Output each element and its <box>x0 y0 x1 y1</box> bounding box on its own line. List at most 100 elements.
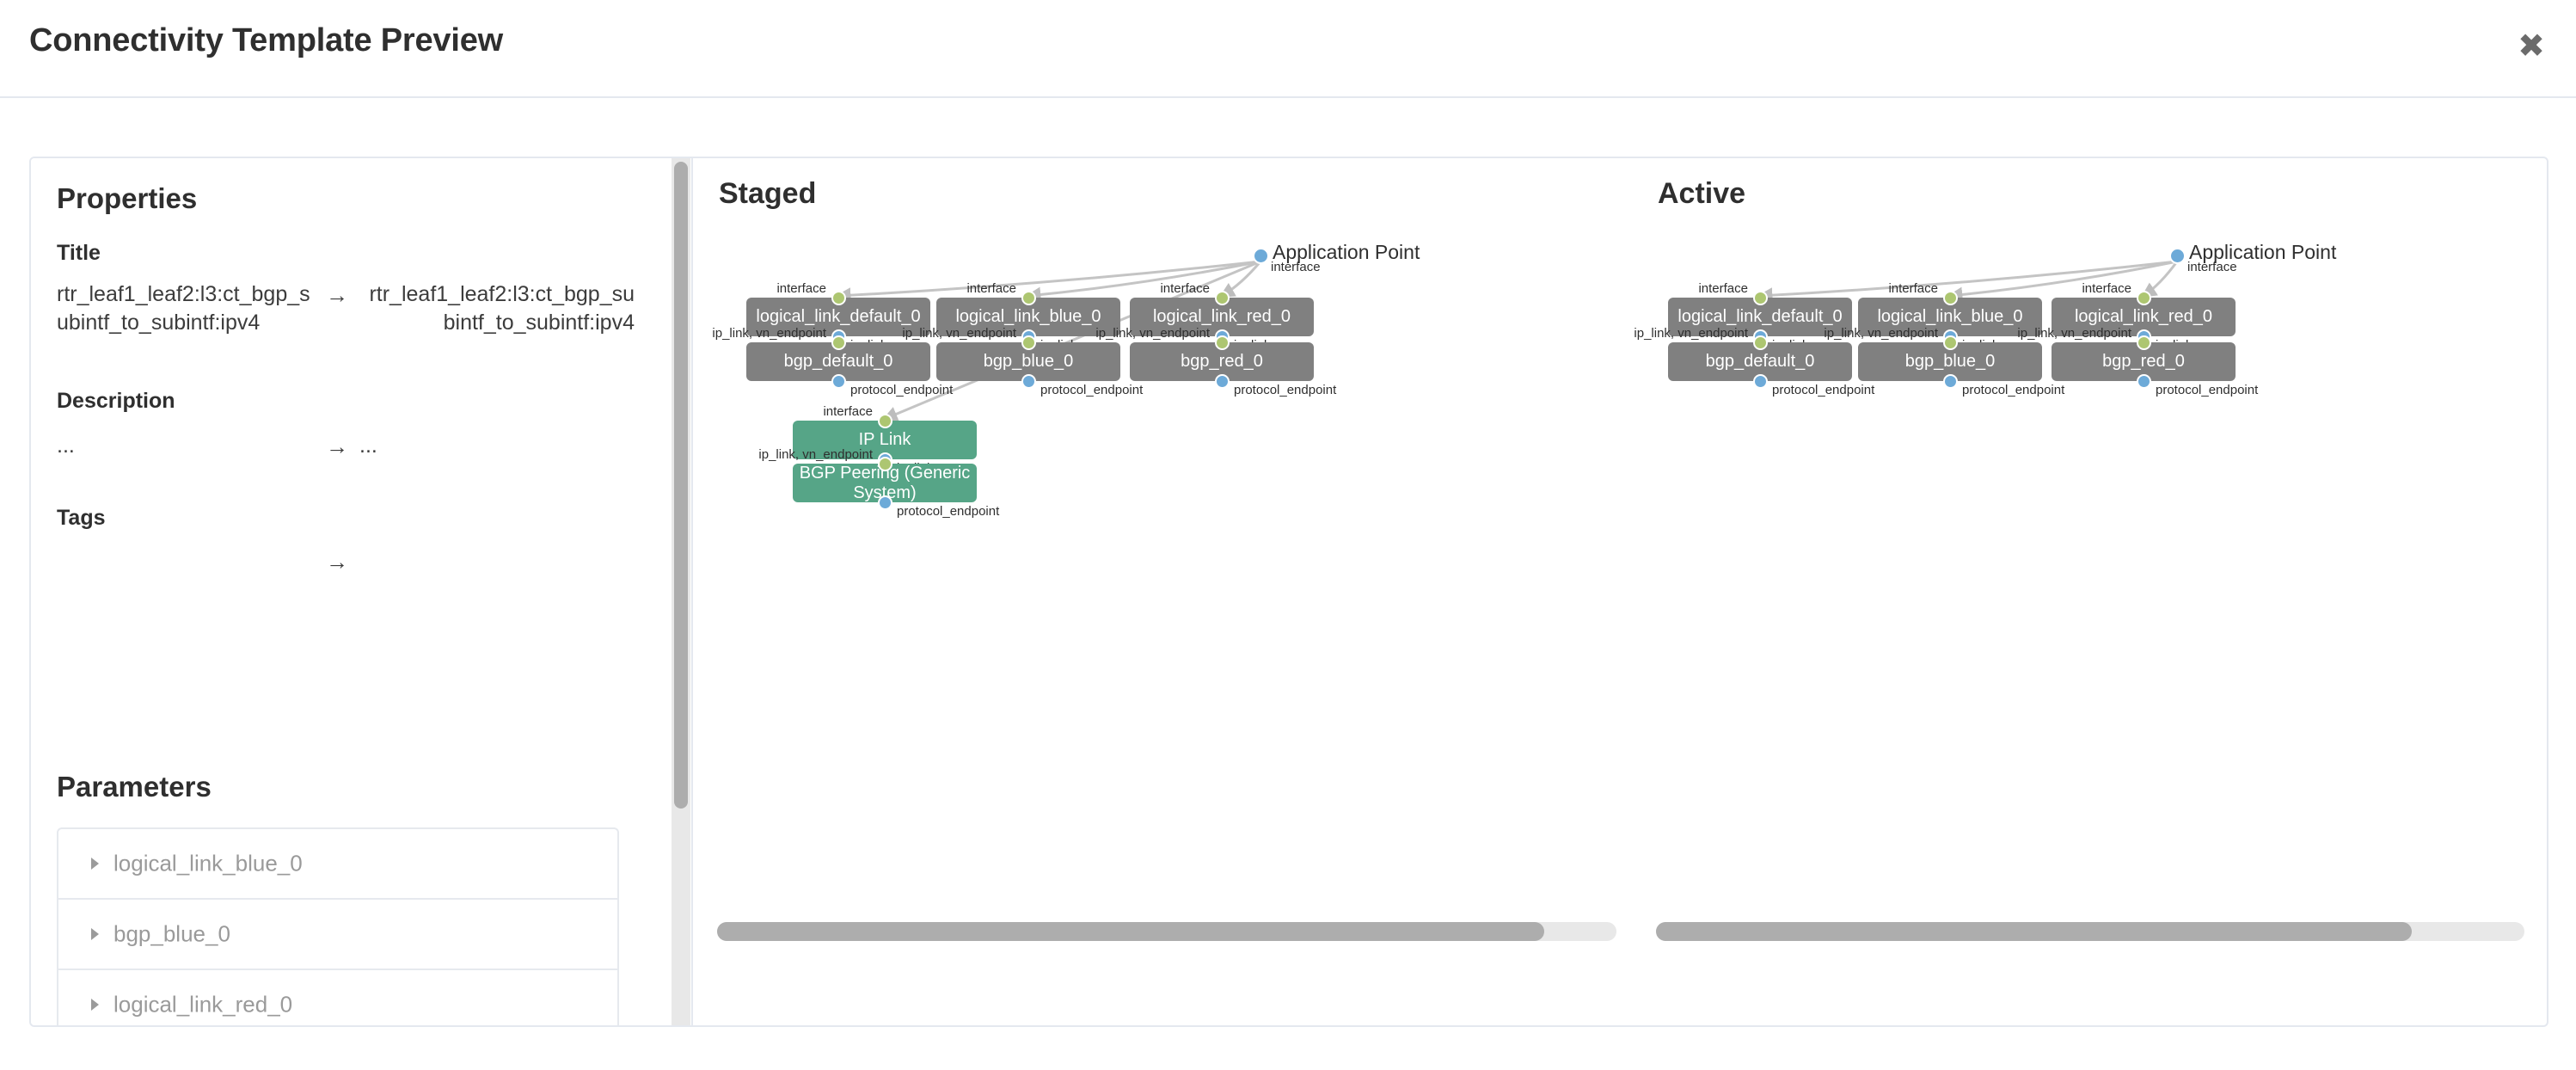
port-dot-ip-link-vn-endpoint[interactable] <box>1021 335 1036 350</box>
port-dot-ip-link-vn-endpoint[interactable] <box>1752 335 1768 350</box>
port-label-interface: interface <box>966 281 1016 296</box>
port-label-ip-link-vn-endpoint: ip_link, vn_endpoint <box>1824 326 1938 341</box>
properties-scrollbar-thumb[interactable] <box>674 162 688 809</box>
field-value-title-before: rtr_leaf1_leaf2:l3:ct_bgp_subintf_to_sub… <box>57 282 310 335</box>
modal-header: Connectivity Template Preview ✖ <box>0 0 2576 98</box>
parameter-label: logical_link_red_0 <box>113 991 293 1018</box>
port-dot-interface[interactable] <box>2136 290 2151 305</box>
port-dot-interface[interactable] <box>1942 290 1958 305</box>
application-point-dot[interactable] <box>2168 247 2186 264</box>
port-label-protocol-endpoint: protocol_endpoint <box>850 383 954 397</box>
diff-arrow-icon: → <box>326 434 348 459</box>
port-label-protocol-endpoint: protocol_endpoint <box>1040 383 1144 397</box>
port-dot-ip-link-vn-endpoint[interactable] <box>877 456 892 471</box>
port-label-interface: interface <box>2082 281 2131 296</box>
field-value-description-after: ... <box>359 434 377 458</box>
properties-column: Properties Title rtr_leaf1_leaf2:l3:ct_b… <box>31 158 661 1025</box>
field-label-description: Description <box>57 389 175 413</box>
port-label-interface: interface <box>1160 281 1210 296</box>
parameters-heading: Parameters <box>57 771 212 802</box>
field-label-tags: Tags <box>57 506 106 530</box>
properties-scrollbar-track[interactable] <box>672 158 690 1025</box>
column-divider <box>691 158 693 1025</box>
chevron-right-icon[interactable] <box>91 928 99 940</box>
node-label: logical_link_blue_0 <box>955 307 1101 326</box>
node-label: bgp_default_0 <box>783 352 893 371</box>
diff-arrow-icon: → <box>326 282 348 308</box>
port-dot-protocol-endpoint[interactable] <box>2136 373 2151 389</box>
port-dot-ip-link-vn-endpoint[interactable] <box>2136 335 2151 350</box>
field-value-title-after: rtr_leaf1_leaf2:l3:ct_bgp_subintf_to_sub… <box>369 282 635 335</box>
application-point-port-label: interface <box>1271 260 1321 274</box>
active-hscroll-track[interactable] <box>1656 922 2524 941</box>
port-label-protocol-endpoint: protocol_endpoint <box>1962 383 2065 397</box>
port-label-ip-link-vn-endpoint: ip_link, vn_endpoint <box>2017 326 2131 341</box>
port-label-ip-link-vn-endpoint: ip_link, vn_endpoint <box>1095 326 1210 341</box>
node-label: bgp_default_0 <box>1705 352 1815 371</box>
staged-hscroll-thumb[interactable] <box>717 922 1545 941</box>
port-label-interface: interface <box>823 404 873 419</box>
preview-panel: Properties Title rtr_leaf1_leaf2:l3:ct_b… <box>29 157 2548 1027</box>
port-label-interface: interface <box>1888 281 1938 296</box>
port-label-interface: interface <box>1698 281 1748 296</box>
port-label-ip-link-vn-endpoint: ip_link, vn_endpoint <box>712 326 826 341</box>
application-point-port-label: interface <box>2187 260 2237 274</box>
port-dot-interface[interactable] <box>1214 290 1230 305</box>
page-title: Connectivity Template Preview <box>29 22 504 58</box>
node-label: bgp_blue_0 <box>1904 352 1996 371</box>
node-label: IP Link <box>858 430 911 449</box>
port-dot-interface[interactable] <box>877 413 892 428</box>
node-label: logical_link_default_0 <box>756 307 921 326</box>
parameter-row-logical_link_red_0[interactable]: logical_link_red_0 <box>58 970 617 1025</box>
port-dot-interface[interactable] <box>1021 290 1036 305</box>
port-label-ip-link-vn-endpoint: ip_link, vn_endpoint <box>758 447 873 462</box>
node-label: logical_link_default_0 <box>1677 307 1843 326</box>
chevron-right-icon[interactable] <box>91 999 99 1011</box>
node-label: logical_link_red_0 <box>1152 307 1291 326</box>
application-point-dot[interactable] <box>1252 247 1269 264</box>
diff-arrow-icon: → <box>326 549 348 575</box>
node-label: bgp_blue_0 <box>983 352 1074 371</box>
parameter-label: logical_link_blue_0 <box>113 850 303 876</box>
node-label: BGP Peering (Generic System) <box>799 463 971 502</box>
modal-body: Properties Title rtr_leaf1_leaf2:l3:ct_b… <box>0 98 2576 1070</box>
port-dot-ip-link-vn-endpoint[interactable] <box>1214 335 1230 350</box>
port-dot-protocol-endpoint[interactable] <box>1021 373 1036 389</box>
port-label-protocol-endpoint: protocol_endpoint <box>2156 383 2259 397</box>
port-dot-protocol-endpoint[interactable] <box>831 373 846 389</box>
port-label-ip-link-vn-endpoint: ip_link, vn_endpoint <box>1634 326 1748 341</box>
port-dot-ip-link-vn-endpoint[interactable] <box>831 335 846 350</box>
application-point-label: Application Point <box>1273 241 1420 263</box>
parameter-row-logical_link_blue_0[interactable]: logical_link_blue_0 <box>58 829 617 900</box>
parameters-list: logical_link_blue_0 bgp_blue_0 logical_lin… <box>57 827 619 1025</box>
port-dot-protocol-endpoint[interactable] <box>1752 373 1768 389</box>
chevron-right-icon[interactable] <box>91 858 99 870</box>
node-label: bgp_red_0 <box>1181 352 1263 371</box>
close-icon[interactable]: ✖ <box>2518 28 2545 65</box>
port-label-interface: interface <box>776 281 826 296</box>
node-label: logical_link_blue_0 <box>1877 307 2023 326</box>
parameter-row-bgp_blue_0[interactable]: bgp_blue_0 <box>58 900 617 970</box>
port-dot-protocol-endpoint[interactable] <box>1942 373 1958 389</box>
port-label-protocol-endpoint: protocol_endpoint <box>897 504 1000 519</box>
properties-heading: Properties <box>57 182 198 214</box>
field-label-title: Title <box>57 241 101 265</box>
port-dot-protocol-endpoint[interactable] <box>1214 373 1230 389</box>
port-label-ip-link-vn-endpoint: ip_link, vn_endpoint <box>902 326 1016 341</box>
graph-title-staged: Staged <box>719 177 817 210</box>
active-hscroll-thumb[interactable] <box>1656 922 2412 941</box>
field-value-description-before: ... <box>57 434 75 458</box>
port-dot-protocol-endpoint[interactable] <box>877 495 892 510</box>
port-dot-interface[interactable] <box>1752 290 1768 305</box>
port-label-protocol-endpoint: protocol_endpoint <box>1772 383 1875 397</box>
port-dot-ip-link-vn-endpoint[interactable] <box>1942 335 1958 350</box>
port-dot-interface[interactable] <box>831 290 846 305</box>
application-point-label: Application Point <box>2189 241 2337 263</box>
staged-hscroll-track[interactable] <box>717 922 1616 941</box>
port-label-protocol-endpoint: protocol_endpoint <box>1234 383 1337 397</box>
